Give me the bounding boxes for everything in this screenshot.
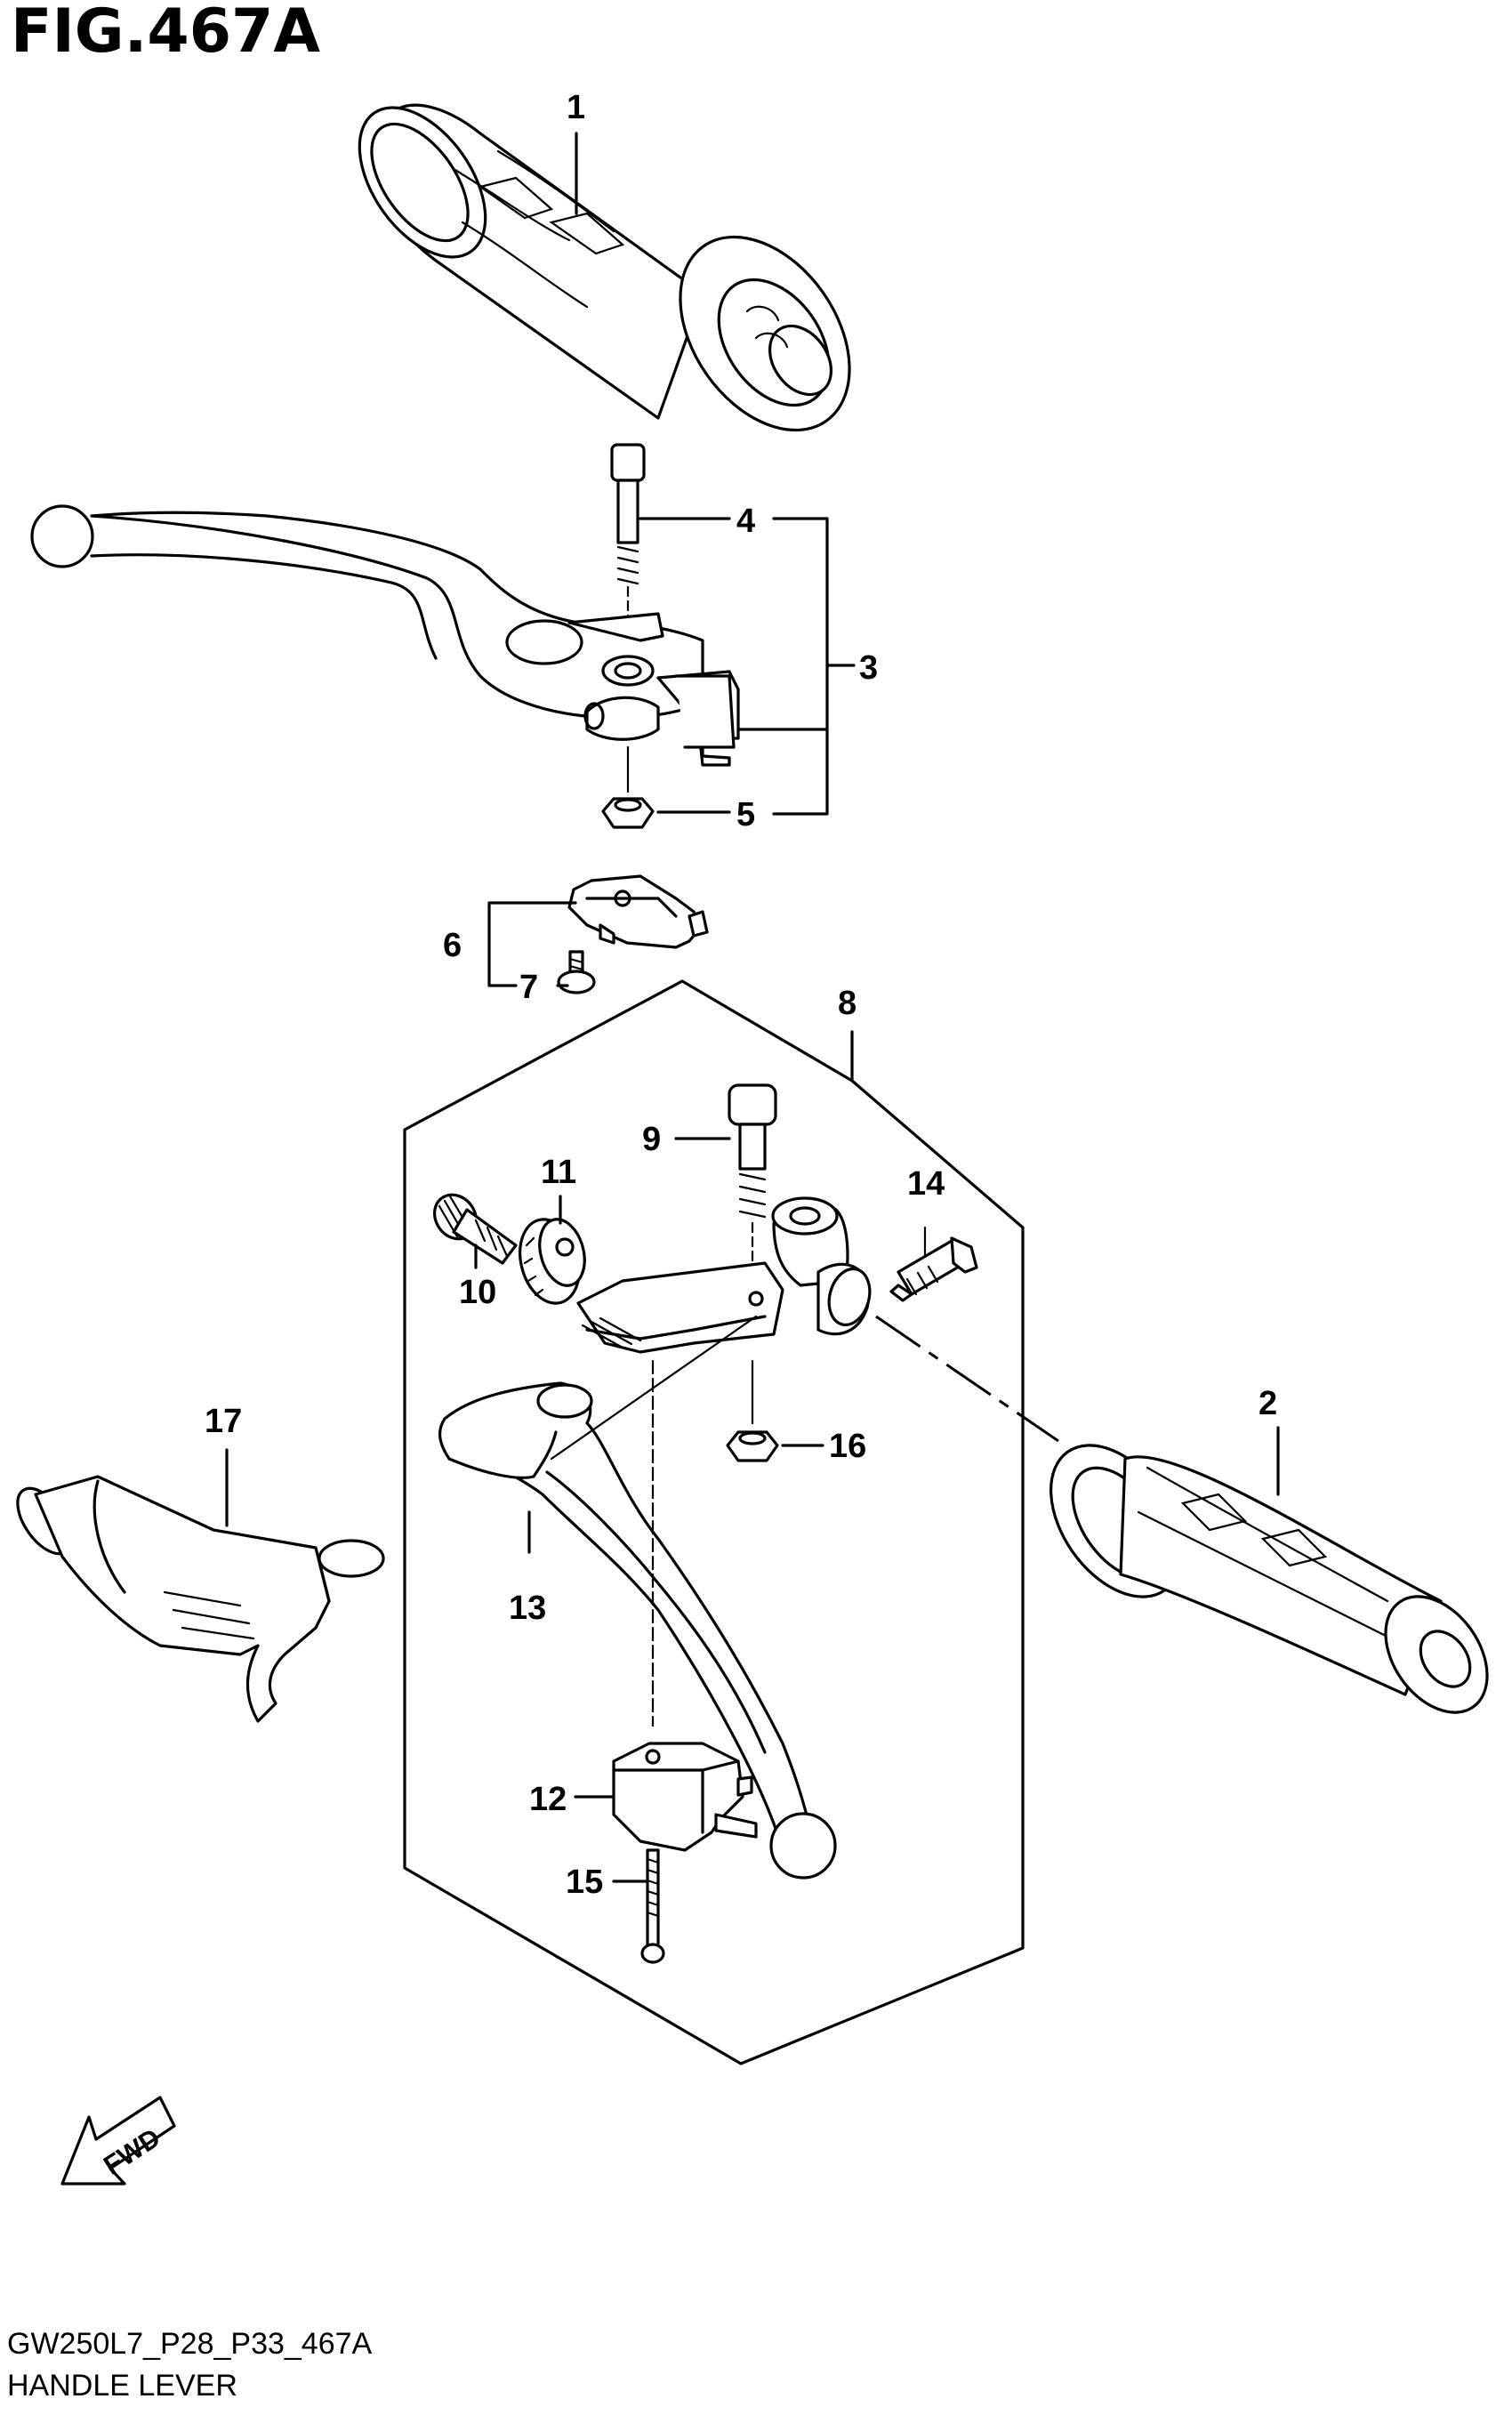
figure-code: GW250L7_P28_P33_467A xyxy=(7,2327,373,2361)
callout-16: 16 xyxy=(829,1428,866,1465)
adjuster-bolt-icon xyxy=(433,1193,518,1265)
clutch-lever-icon xyxy=(438,1381,837,1880)
handlebar-grip-left-icon xyxy=(358,103,851,432)
holder-bolt-icon xyxy=(889,1226,978,1302)
clutch-switch-icon xyxy=(612,1742,758,1852)
leader-lines xyxy=(225,132,1280,1883)
callout-labels: 1 2 3 4 5 6 7 8 9 10 11 12 13 14 15 16 1… xyxy=(205,89,1277,1901)
adjuster-wheel-icon xyxy=(519,1218,586,1305)
callout-9: 9 xyxy=(642,1121,661,1158)
callout-12: 12 xyxy=(529,1781,567,1818)
callout-11: 11 xyxy=(541,1154,576,1191)
fwd-arrow-icon: FWD xyxy=(60,2096,176,2186)
switch-screw-icon xyxy=(557,950,596,994)
grip-alignment-axis xyxy=(875,1315,1059,1443)
callout-10: 10 xyxy=(459,1274,496,1311)
clutch-assembly-outline xyxy=(403,979,1025,2065)
figure-name: HANDLE LEVER xyxy=(7,2369,237,2403)
callout-13: 13 xyxy=(509,1590,546,1627)
callout-7: 7 xyxy=(519,969,538,1006)
callout-14: 14 xyxy=(907,1165,945,1203)
callout-4: 4 xyxy=(736,503,755,540)
callout-15: 15 xyxy=(566,1864,603,1901)
callout-2: 2 xyxy=(1259,1385,1277,1422)
callout-1: 1 xyxy=(567,89,585,126)
brake-switch-icon xyxy=(567,874,709,949)
lever-guard-icon xyxy=(16,1475,385,1723)
callout-8: 8 xyxy=(838,985,857,1022)
callout-17: 17 xyxy=(205,1403,242,1440)
lock-nut-icon xyxy=(601,745,655,829)
brake-lever-assembly-icon xyxy=(30,504,740,767)
pivot-bolt-icon xyxy=(610,443,646,660)
figure-title: FIG.467A xyxy=(11,0,320,67)
callout-3: 3 xyxy=(859,649,878,687)
clutch-lever-holder-icon xyxy=(576,1196,872,1354)
callout-5: 5 xyxy=(736,796,755,833)
clutch-nut-icon xyxy=(726,1359,779,1462)
switch-screw-long-icon xyxy=(640,1848,665,1964)
callout-6: 6 xyxy=(443,927,462,964)
handlebar-grip-right-icon xyxy=(1050,1444,1489,1714)
adjuster-axis xyxy=(550,1315,758,1461)
